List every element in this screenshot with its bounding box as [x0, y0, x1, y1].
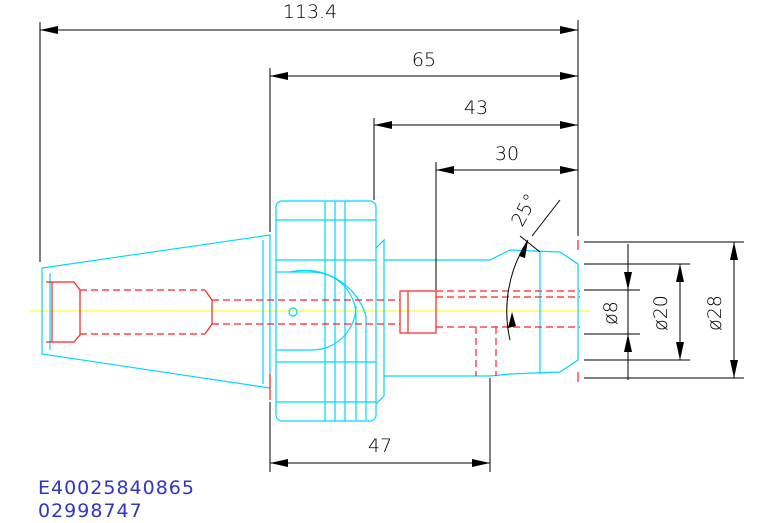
dim-43: [374, 121, 578, 129]
hidden-lines: [46, 240, 580, 400]
dim-text-dia28: ø28: [704, 295, 726, 331]
dim-30: [436, 166, 578, 174]
dim-dia28: [730, 242, 738, 378]
dim-text-dia8: ø8: [600, 301, 622, 325]
part-number-line1: E40025840865: [38, 477, 195, 499]
dim-text-47: 47: [368, 435, 392, 457]
dim-dia20: [676, 264, 684, 360]
dim-text-overall: 113.4: [283, 1, 337, 23]
dim-text-65: 65: [412, 49, 436, 71]
nose-body: [375, 238, 579, 405]
dim-47: [270, 459, 490, 467]
dim-text-30: 30: [495, 143, 519, 165]
dim-text-angle: 25°: [507, 190, 542, 230]
dim-dia8: [624, 244, 632, 380]
dim-113: [40, 26, 578, 34]
part-number-line2: 02998747: [38, 500, 143, 522]
dim-text-dia20: ø20: [650, 295, 672, 331]
dim-text-43: 43: [464, 97, 488, 119]
flange: [275, 200, 377, 422]
dim-angle: [506, 239, 529, 341]
dim-65: [270, 72, 578, 80]
extension-lines: [39, 20, 744, 472]
